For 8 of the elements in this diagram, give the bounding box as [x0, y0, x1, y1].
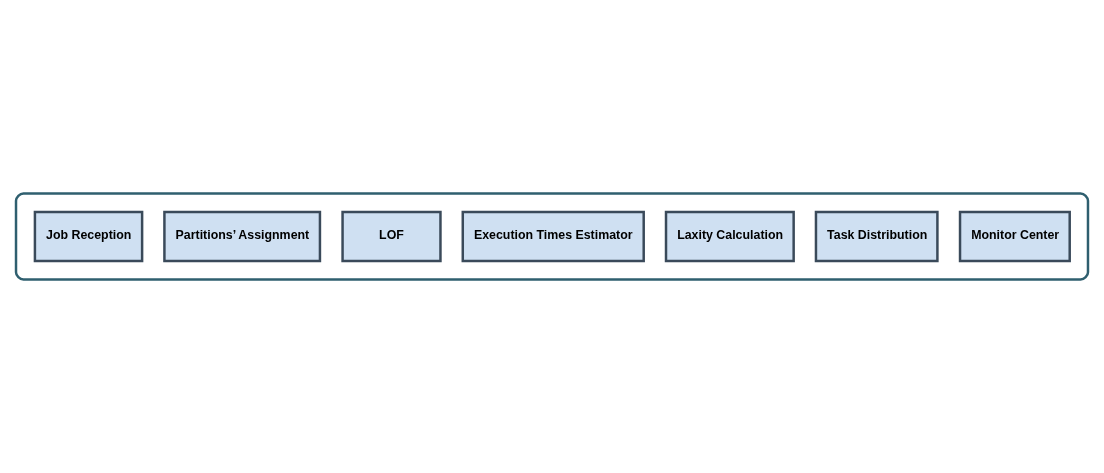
node-box: LOF [341, 210, 442, 263]
cluster [14, 192, 1090, 281]
node-box: Job Reception [33, 210, 144, 263]
node-box: Partitions’ Assignment [163, 210, 322, 263]
node-box: Monitor Center [958, 210, 1071, 263]
node-box: Execution Times Estimator [461, 210, 645, 263]
node-box: Laxity Calculation [664, 210, 795, 263]
node-box: Task Distribution [814, 210, 939, 263]
